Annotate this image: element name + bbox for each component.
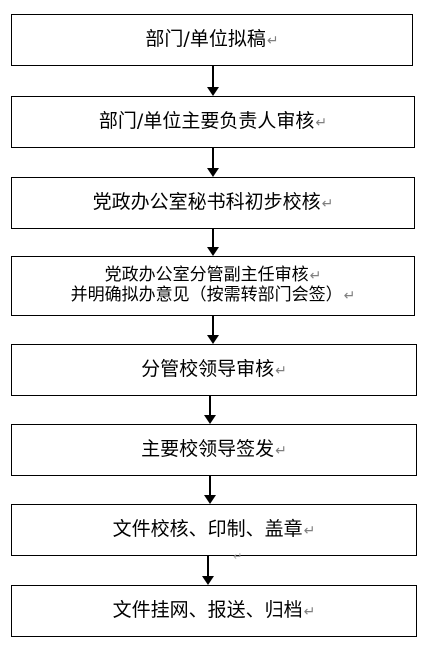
- step-1-line-1: 部门/单位拟稿↵: [145, 28, 279, 51]
- paragraph-mark-icon: ↵: [275, 443, 287, 460]
- step-7-line-1: 文件校核、印制、盖章↵: [112, 518, 316, 541]
- arrow-down-icon: [202, 556, 214, 585]
- paragraph-mark-icon: ↵: [266, 33, 279, 50]
- step-8-line-1: 文件挂网、报送、归档↵: [112, 599, 316, 622]
- arrow-down-icon: [207, 148, 219, 177]
- paragraph-mark-icon: ↵: [309, 268, 322, 285]
- arrow-down-icon: [204, 396, 216, 424]
- paragraph-mark-icon: ↵: [315, 115, 328, 132]
- step-2-line-1: 部门/单位主要负责人审核↵: [98, 110, 328, 133]
- paragraph-mark-icon: ↵: [343, 288, 356, 304]
- step-3-line-1: 党政办公室秘书科初步校核↵: [92, 191, 334, 214]
- step-6-box: 主要校领导签发↵: [11, 424, 417, 476]
- step-6-line-1: 主要校领导签发↵: [141, 438, 287, 461]
- paragraph-mark-icon: ↵: [321, 196, 334, 213]
- step-5-box: 分管校领导审核↵: [11, 344, 417, 396]
- arrow-down-icon: [204, 476, 216, 504]
- paragraph-mark-icon: ↵: [233, 550, 243, 563]
- paragraph-mark-icon: ↵: [275, 363, 287, 380]
- paragraph-mark-icon: ↵: [303, 523, 316, 540]
- step-4-box: 党政办公室分管副主任审核↵ 并明确拟办意见（按需转部门会签）↵: [11, 256, 415, 316]
- paragraph-mark-icon: ↵: [303, 604, 316, 621]
- step-1-box: 部门/单位拟稿↵: [11, 14, 413, 66]
- arrow-down-icon: [207, 66, 219, 96]
- step-8-box: 文件挂网、报送、归档↵: [11, 585, 417, 637]
- step-4-line-2: 并明确拟办意见（按需转部门会签）↵: [70, 285, 356, 305]
- arrow-down-icon: [207, 316, 219, 344]
- step-5-line-1: 分管校领导审核↵: [141, 358, 287, 381]
- step-7-box: 文件校核、印制、盖章↵: [11, 504, 417, 556]
- step-2-box: 部门/单位主要负责人审核↵: [11, 96, 415, 148]
- step-3-box: 党政办公室秘书科初步校核↵: [11, 177, 415, 229]
- step-4-line-1: 党政办公室分管副主任审核↵: [104, 265, 322, 286]
- arrow-down-icon: [207, 229, 219, 256]
